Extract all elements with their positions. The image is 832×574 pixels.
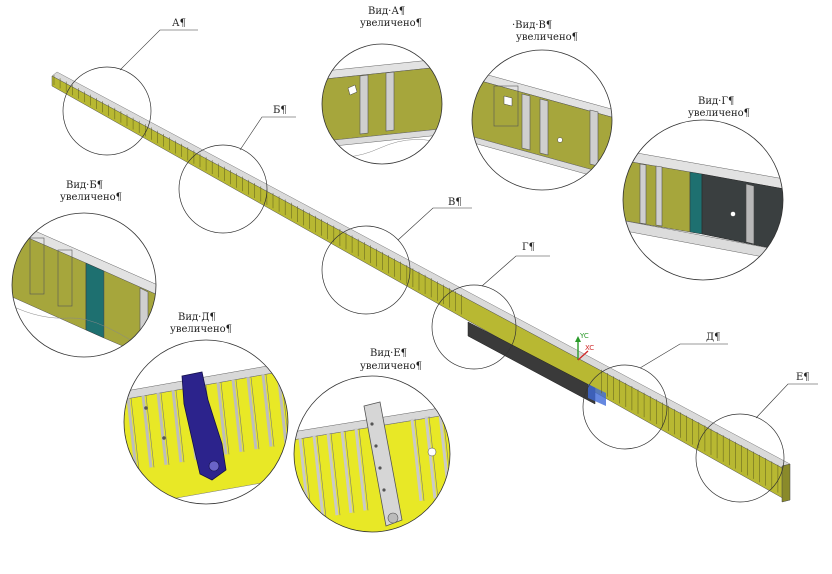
view-b-title: Вид·Б¶	[66, 180, 103, 191]
callout-circle-b	[178, 144, 268, 234]
callout-label-b: Б¶	[273, 105, 287, 116]
callout-a: А¶	[62, 18, 198, 156]
yc-axis-label: YC	[579, 332, 589, 340]
callout-circle-a	[62, 66, 152, 156]
callout-v: В¶	[321, 197, 472, 315]
stiffener-rib	[231, 379, 243, 452]
stiffener-rib	[160, 392, 170, 465]
yc-arrowhead	[575, 336, 581, 342]
callout-d: Д¶	[582, 332, 728, 450]
stiffener-rib	[171, 390, 183, 463]
stiffener-rib	[235, 379, 245, 452]
main-beam	[51, 71, 791, 503]
beam-end-cap	[781, 463, 791, 503]
stiffener-rib	[316, 435, 327, 518]
callout-circle-g	[431, 284, 517, 370]
leader-line-e	[755, 383, 818, 419]
view-v-title: ·Вид·В¶	[512, 20, 552, 31]
xc-axis-label: XC	[585, 344, 594, 352]
view-d-detail: Вид·Д¶ увеличено¶	[123, 312, 289, 505]
view-e-detail: Вид·Е¶ увеличено¶	[293, 348, 451, 533]
stiffener-rib	[442, 413, 450, 497]
callout-e: Е¶	[695, 372, 818, 503]
view-b-circle	[11, 212, 157, 358]
callout-label-g: Г¶	[522, 242, 535, 253]
stiffener-rib	[354, 428, 367, 511]
leader-line-d	[639, 343, 728, 369]
stiffener-rib	[220, 382, 230, 455]
stiffener-rib	[250, 377, 260, 450]
view-b-detail: Вид·Б¶ увеличено¶	[11, 180, 157, 358]
callout-circle-e	[695, 413, 785, 503]
view-d-subtitle: увеличено¶	[170, 324, 232, 335]
stiffener-rib	[261, 374, 273, 447]
stiffener-rib	[312, 435, 325, 518]
stiffener-rib	[265, 374, 275, 447]
stiffener-rib	[344, 430, 355, 513]
view-v-detail: ·Вид·В¶ увеличено¶	[471, 20, 613, 191]
stiffener-rib	[410, 418, 423, 501]
view-a-title: Вид·А¶	[368, 6, 405, 17]
callout-label-e: Е¶	[796, 372, 810, 383]
view-e-subtitle: увеличено¶	[360, 361, 422, 372]
callout-label-v: В¶	[448, 197, 462, 208]
callout-circle-v	[321, 225, 411, 315]
stiffener-rib	[428, 416, 439, 499]
leader-line-g	[481, 255, 550, 287]
view-g-detail: Вид·Г¶ увеличено¶	[622, 96, 784, 281]
callout-b: Б¶	[178, 105, 296, 234]
stiffener-rib	[424, 416, 437, 499]
callout-circle-d	[582, 364, 668, 450]
coordinate-triad: YC XC	[575, 332, 594, 361]
view-e-circle	[293, 375, 451, 533]
stiffener-rib	[326, 433, 339, 516]
view-g-circle	[622, 119, 784, 281]
callout-label-d: Д¶	[706, 332, 721, 343]
leader-line-v	[397, 207, 472, 241]
stiffener-rib	[358, 428, 369, 511]
stiffener-rib	[130, 397, 140, 471]
stiffener-rib	[175, 390, 185, 463]
view-b-subtitle: увеличено¶	[60, 192, 122, 203]
stiffener-rib	[216, 382, 228, 455]
view-d-bracket	[181, 371, 227, 481]
stiffener-rib	[126, 397, 138, 471]
leader-line-a	[119, 29, 198, 71]
view-a-circle	[321, 43, 443, 165]
callout-label-a: А¶	[172, 18, 186, 29]
view-v-subtitle: увеличено¶	[516, 32, 578, 43]
beam-dark-section	[467, 321, 596, 405]
beam-stiffener-ribs	[53, 75, 785, 496]
view-g-subtitle: увеличено¶	[688, 108, 750, 119]
view-a-detail: Вид·А¶ увеличено¶	[321, 6, 443, 165]
view-a-subtitle: увеличено¶	[360, 18, 422, 29]
stiffener-rib	[330, 433, 341, 516]
stiffener-rib	[414, 418, 425, 501]
beam-blue-segment	[588, 384, 606, 406]
stiffener-rib	[340, 430, 353, 513]
view-d-circle	[123, 339, 289, 505]
stiffener-rib	[246, 377, 258, 450]
leader-line-b	[239, 116, 296, 151]
callout-g: Г¶	[431, 242, 550, 370]
stiffener-rib	[156, 392, 168, 465]
view-e-title: Вид·Е¶	[370, 348, 407, 359]
view-e-bracket	[363, 401, 403, 527]
xc-axis	[577, 350, 589, 361]
view-v-circle	[471, 49, 613, 191]
view-g-title: Вид·Г¶	[698, 96, 734, 107]
view-d-title: Вид·Д¶	[178, 312, 216, 323]
